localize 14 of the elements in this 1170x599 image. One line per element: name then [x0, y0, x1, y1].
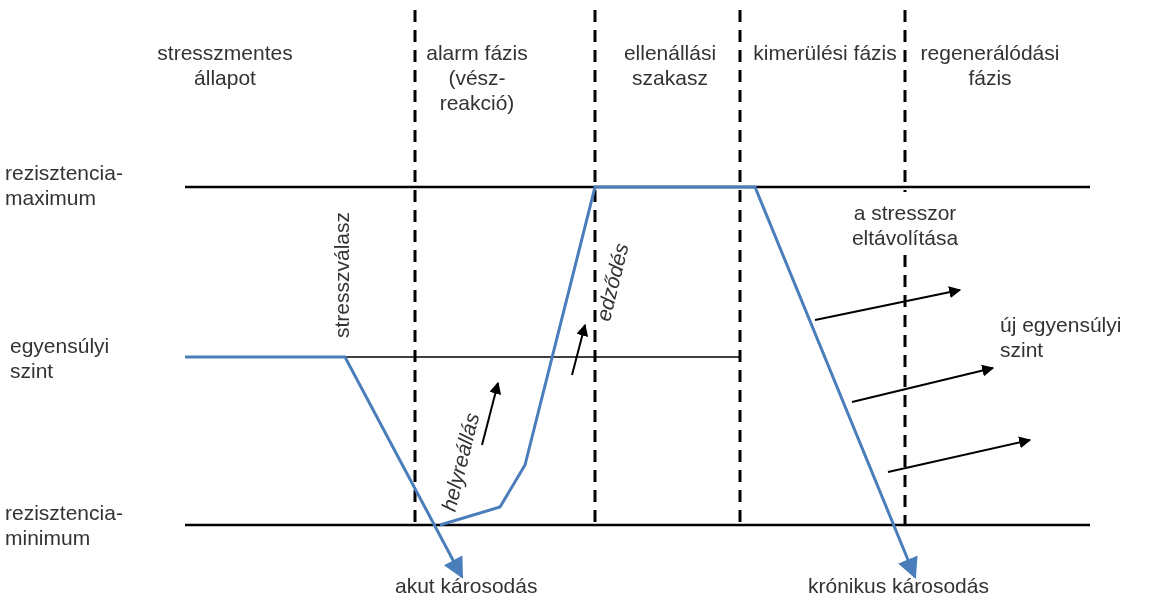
annotation: a stresszor eltávolítása — [850, 200, 960, 250]
outcome-label: akut károsodás — [395, 573, 539, 598]
outcome-label: krónikus károsodás — [808, 573, 990, 598]
phase-label: regenerálódási fázis — [919, 40, 1061, 90]
level-label: rezisztencia- maximum — [5, 160, 124, 210]
level-label: egyensúlyi szint — [10, 333, 111, 383]
annotation: edződés — [590, 240, 634, 324]
level-label: új egyensúlyi szint — [1000, 312, 1123, 362]
phase-label: kimerülési fázis — [752, 40, 898, 65]
phase-label: ellenállási szakasz — [622, 40, 718, 90]
phase-label: alarm fázis (vész- reakció) — [425, 40, 529, 115]
level-label: rezisztencia- minimum — [5, 500, 124, 550]
annotation: stresszválasz — [328, 212, 354, 338]
phase-label: stresszmentes állapot — [156, 40, 294, 90]
